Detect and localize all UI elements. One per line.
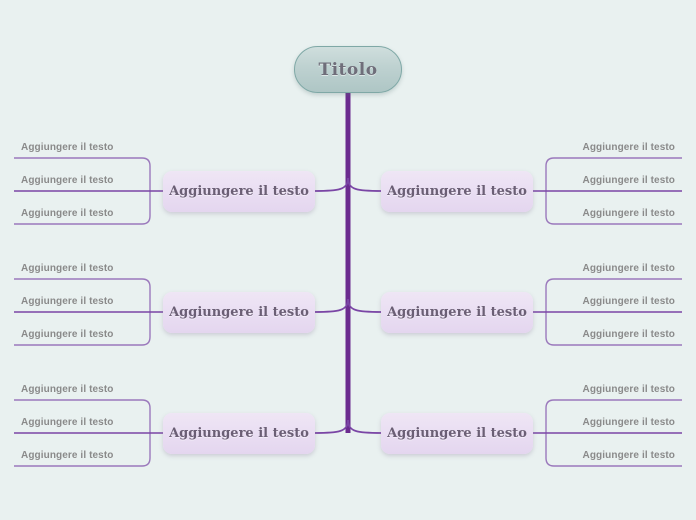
leaf-label: Aggiungere il testo (21, 175, 114, 186)
leaf-label: Aggiungere il testo (21, 208, 114, 219)
leaf-label: Aggiungere il testo (21, 142, 114, 153)
branch-node-right-3[interactable]: Aggiungere il testo (381, 412, 533, 454)
junction-curve-left-3 (314, 419, 349, 434)
branch-node-left-1[interactable]: Aggiungere il testo (163, 170, 315, 212)
leaf-label: Aggiungere il testo (582, 263, 675, 274)
leaf-label: Aggiungere il testo (582, 142, 675, 153)
junction-curve-left-1 (314, 177, 349, 192)
leaf-right-3-3[interactable]: Aggiungere il testo (546, 444, 682, 466)
junction-curve-left-2 (314, 298, 349, 313)
leaf-label: Aggiungere il testo (21, 384, 114, 395)
leaf-label: Aggiungere il testo (21, 417, 114, 428)
leaf-left-3-3[interactable]: Aggiungere il testo (14, 444, 150, 466)
leaf-label: Aggiungere il testo (21, 450, 114, 461)
leaf-label: Aggiungere il testo (582, 384, 675, 395)
leaf-left-1-3[interactable]: Aggiungere il testo (14, 202, 150, 224)
leaf-label: Aggiungere il testo (582, 329, 675, 340)
leaf-left-2-2[interactable]: Aggiungere il testo (14, 290, 150, 312)
branch-node-label: Aggiungere il testo (169, 425, 309, 441)
junction-curve-right-1 (347, 177, 382, 192)
root-node-label: Titolo (318, 59, 378, 80)
branch-node-label: Aggiungere il testo (387, 183, 527, 199)
branch-node-label: Aggiungere il testo (169, 304, 309, 320)
leaf-right-2-2[interactable]: Aggiungere il testo (546, 290, 682, 312)
leaf-label: Aggiungere il testo (582, 450, 675, 461)
leaf-label: Aggiungere il testo (582, 175, 675, 186)
leaf-left-2-1[interactable]: Aggiungere il testo (14, 257, 150, 279)
leaf-left-2-3[interactable]: Aggiungere il testo (14, 323, 150, 345)
leaf-left-1-2[interactable]: Aggiungere il testo (14, 169, 150, 191)
leaf-label: Aggiungere il testo (582, 296, 675, 307)
leaf-right-2-3[interactable]: Aggiungere il testo (546, 323, 682, 345)
leaf-left-3-1[interactable]: Aggiungere il testo (14, 378, 150, 400)
leaf-left-1-1[interactable]: Aggiungere il testo (14, 136, 150, 158)
leaf-label: Aggiungere il testo (21, 296, 114, 307)
junction-curve-right-2 (347, 298, 382, 313)
branch-node-left-2[interactable]: Aggiungere il testo (163, 291, 315, 333)
branch-node-right-2[interactable]: Aggiungere il testo (381, 291, 533, 333)
branch-node-left-3[interactable]: Aggiungere il testo (163, 412, 315, 454)
branch-node-label: Aggiungere il testo (387, 304, 527, 320)
junction-curve-right-3 (347, 419, 382, 434)
leaf-right-1-1[interactable]: Aggiungere il testo (546, 136, 682, 158)
leaf-right-2-1[interactable]: Aggiungere il testo (546, 257, 682, 279)
leaf-right-1-3[interactable]: Aggiungere il testo (546, 202, 682, 224)
root-node[interactable]: Titolo (294, 46, 402, 93)
leaf-right-1-2[interactable]: Aggiungere il testo (546, 169, 682, 191)
leaf-label: Aggiungere il testo (582, 208, 675, 219)
leaf-right-3-1[interactable]: Aggiungere il testo (546, 378, 682, 400)
branch-node-label: Aggiungere il testo (387, 425, 527, 441)
branch-node-label: Aggiungere il testo (169, 183, 309, 199)
leaf-label: Aggiungere il testo (21, 329, 114, 340)
leaf-left-3-2[interactable]: Aggiungere il testo (14, 411, 150, 433)
leaf-right-3-2[interactable]: Aggiungere il testo (546, 411, 682, 433)
leaf-label: Aggiungere il testo (582, 417, 675, 428)
branch-node-right-1[interactable]: Aggiungere il testo (381, 170, 533, 212)
leaf-label: Aggiungere il testo (21, 263, 114, 274)
